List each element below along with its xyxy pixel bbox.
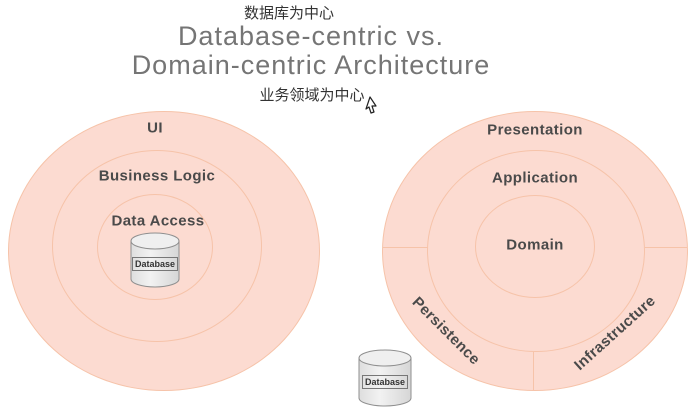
layer-label-business-logic: Business Logic	[98, 167, 216, 185]
right-inner-ring-domain	[475, 195, 595, 298]
right-database-label: Database	[361, 375, 409, 389]
divider-bottom-vertical	[533, 352, 534, 390]
subtitle-domain-centric-cjk: 业务领域为中心	[259, 87, 365, 104]
layer-label-ui: UI	[147, 119, 163, 137]
divider-left-horizontal	[383, 247, 428, 248]
mouse-cursor-icon	[363, 96, 379, 119]
main-title-line2: Domain-centric Architecture	[131, 50, 491, 80]
left-database-cylinder-icon: Database	[130, 232, 180, 289]
layer-label-domain: Domain	[506, 236, 564, 254]
layer-label-presentation: Presentation	[487, 121, 583, 139]
right-database-cylinder-icon: Database	[358, 349, 412, 408]
subtitle-database-centric-cjk: 数据库为中心	[243, 5, 335, 22]
left-database-label: Database	[131, 257, 179, 271]
layer-label-application: Application	[491, 169, 579, 187]
divider-right-horizontal	[645, 247, 687, 248]
layer-label-data-access: Data Access	[111, 212, 205, 230]
main-title-line1: Database-centric vs.	[177, 21, 445, 51]
